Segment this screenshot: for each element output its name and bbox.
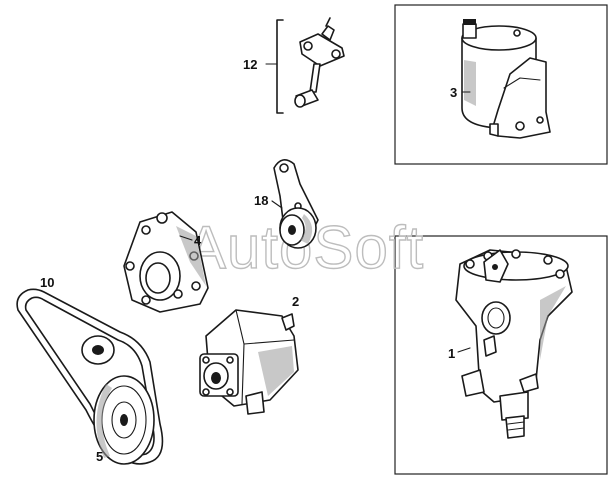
part-5-pulley[interactable] (93, 375, 155, 465)
part-4-bracket[interactable] (123, 211, 209, 313)
callout-4: 4 (194, 233, 202, 248)
leader-18 (271, 200, 283, 209)
part-18-tensioner[interactable] (273, 159, 319, 249)
part-2-pump[interactable] (199, 309, 299, 415)
callout-18: 18 (254, 193, 268, 208)
steering-gear-frame (394, 235, 608, 475)
part-12-linkage[interactable] (265, 17, 345, 114)
leader-4 (179, 235, 193, 241)
leader-1 (457, 347, 471, 353)
callout-10: 10 (40, 275, 54, 290)
callout-1: 1 (448, 346, 455, 361)
part-3-reservoir[interactable] (461, 19, 551, 139)
part-10-belt[interactable] (16, 288, 164, 465)
callout-3: 3 (450, 85, 457, 100)
callout-12: 12 (243, 57, 257, 72)
callout-5: 5 (96, 449, 103, 464)
callout-2: 2 (292, 294, 299, 309)
reservoir-frame (394, 4, 608, 165)
part-1-steering-gear[interactable] (455, 249, 573, 439)
